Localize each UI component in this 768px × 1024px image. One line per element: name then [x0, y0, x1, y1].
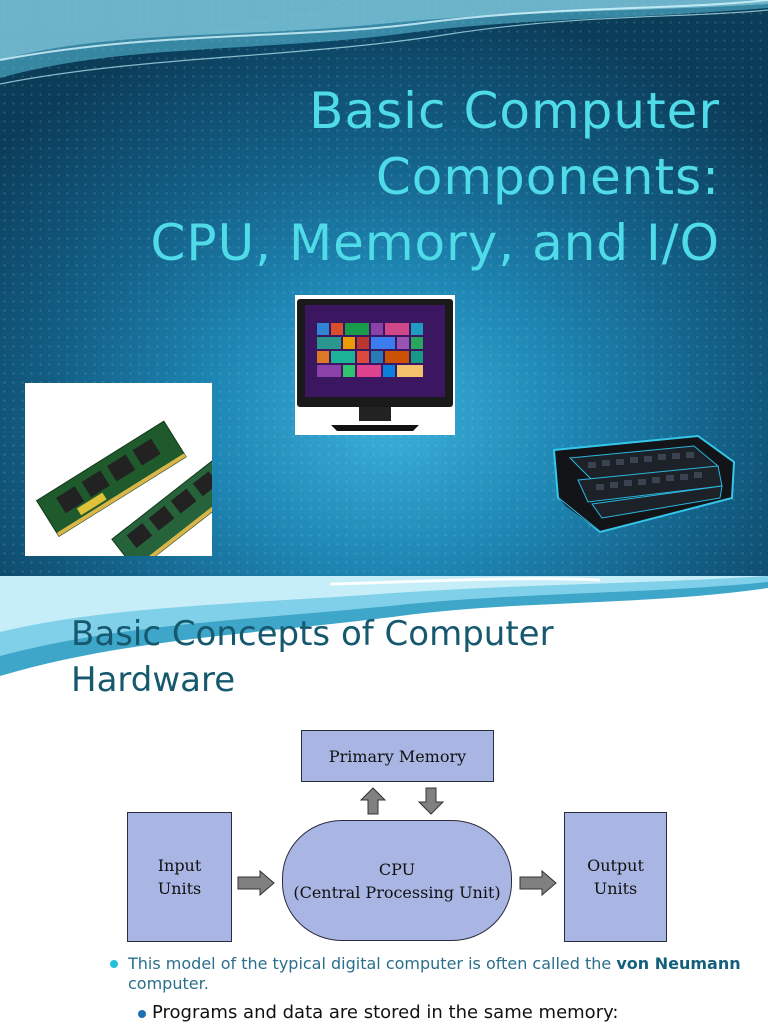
- input-units-line-2: Units: [157, 879, 202, 898]
- bullet-text: This model of the typical digital comput…: [128, 954, 612, 973]
- keyboard-image: [548, 428, 738, 538]
- slide-title: Basic Computer Components: CPU, Memory, …: [20, 78, 720, 276]
- output-units-line-1: Output: [587, 856, 644, 875]
- bullet-suffix: computer.: [128, 974, 209, 993]
- ram-modules-image: [25, 383, 212, 556]
- sub-bullet-text: Programs and data are stored in the same…: [152, 1002, 619, 1023]
- sub-bullet-programs: Programs and data are stored in the same…: [104, 1002, 744, 1024]
- title-line-1: Basic Computer: [309, 82, 720, 140]
- content-title: Basic Concepts of Computer Hardware: [71, 614, 554, 700]
- bullet-dot-icon: [138, 1010, 146, 1018]
- bullet-list: This model of the typical digital comput…: [104, 954, 744, 1024]
- cpu-box: CPU (Central Processing Unit): [282, 820, 512, 941]
- up-arrow-icon: [359, 787, 387, 815]
- right-arrow-icon: [519, 869, 557, 897]
- output-units-box: Output Units: [564, 812, 667, 942]
- cpu-line-2: (Central Processing Unit): [293, 882, 501, 902]
- right-arrow-icon: [237, 869, 275, 897]
- primary-memory-label: Primary Memory: [328, 746, 467, 766]
- input-units-line-1: Input: [157, 856, 202, 875]
- content-wave-decoration: [0, 576, 768, 676]
- down-arrow-icon: [417, 787, 445, 815]
- primary-memory-box: Primary Memory: [301, 730, 494, 782]
- monitor-image: [295, 295, 455, 435]
- title-slide: Basic Computer Components: CPU, Memory, …: [0, 0, 768, 576]
- bullet-dot-icon: [110, 960, 118, 968]
- title-line-3: CPU, Memory, and I/O: [150, 214, 720, 272]
- input-units-box: Input Units: [127, 812, 232, 942]
- title-line-2: Components:: [375, 148, 720, 206]
- top-wave-decoration: [0, 0, 768, 85]
- bullet-bold-term: von Neumann: [616, 954, 741, 973]
- content-slide: Basic Concepts of Computer Hardware Prim…: [0, 576, 768, 1024]
- bullet-von-neumann: This model of the typical digital comput…: [104, 954, 744, 994]
- cpu-line-1: CPU: [378, 859, 416, 879]
- output-units-line-2: Units: [593, 879, 638, 898]
